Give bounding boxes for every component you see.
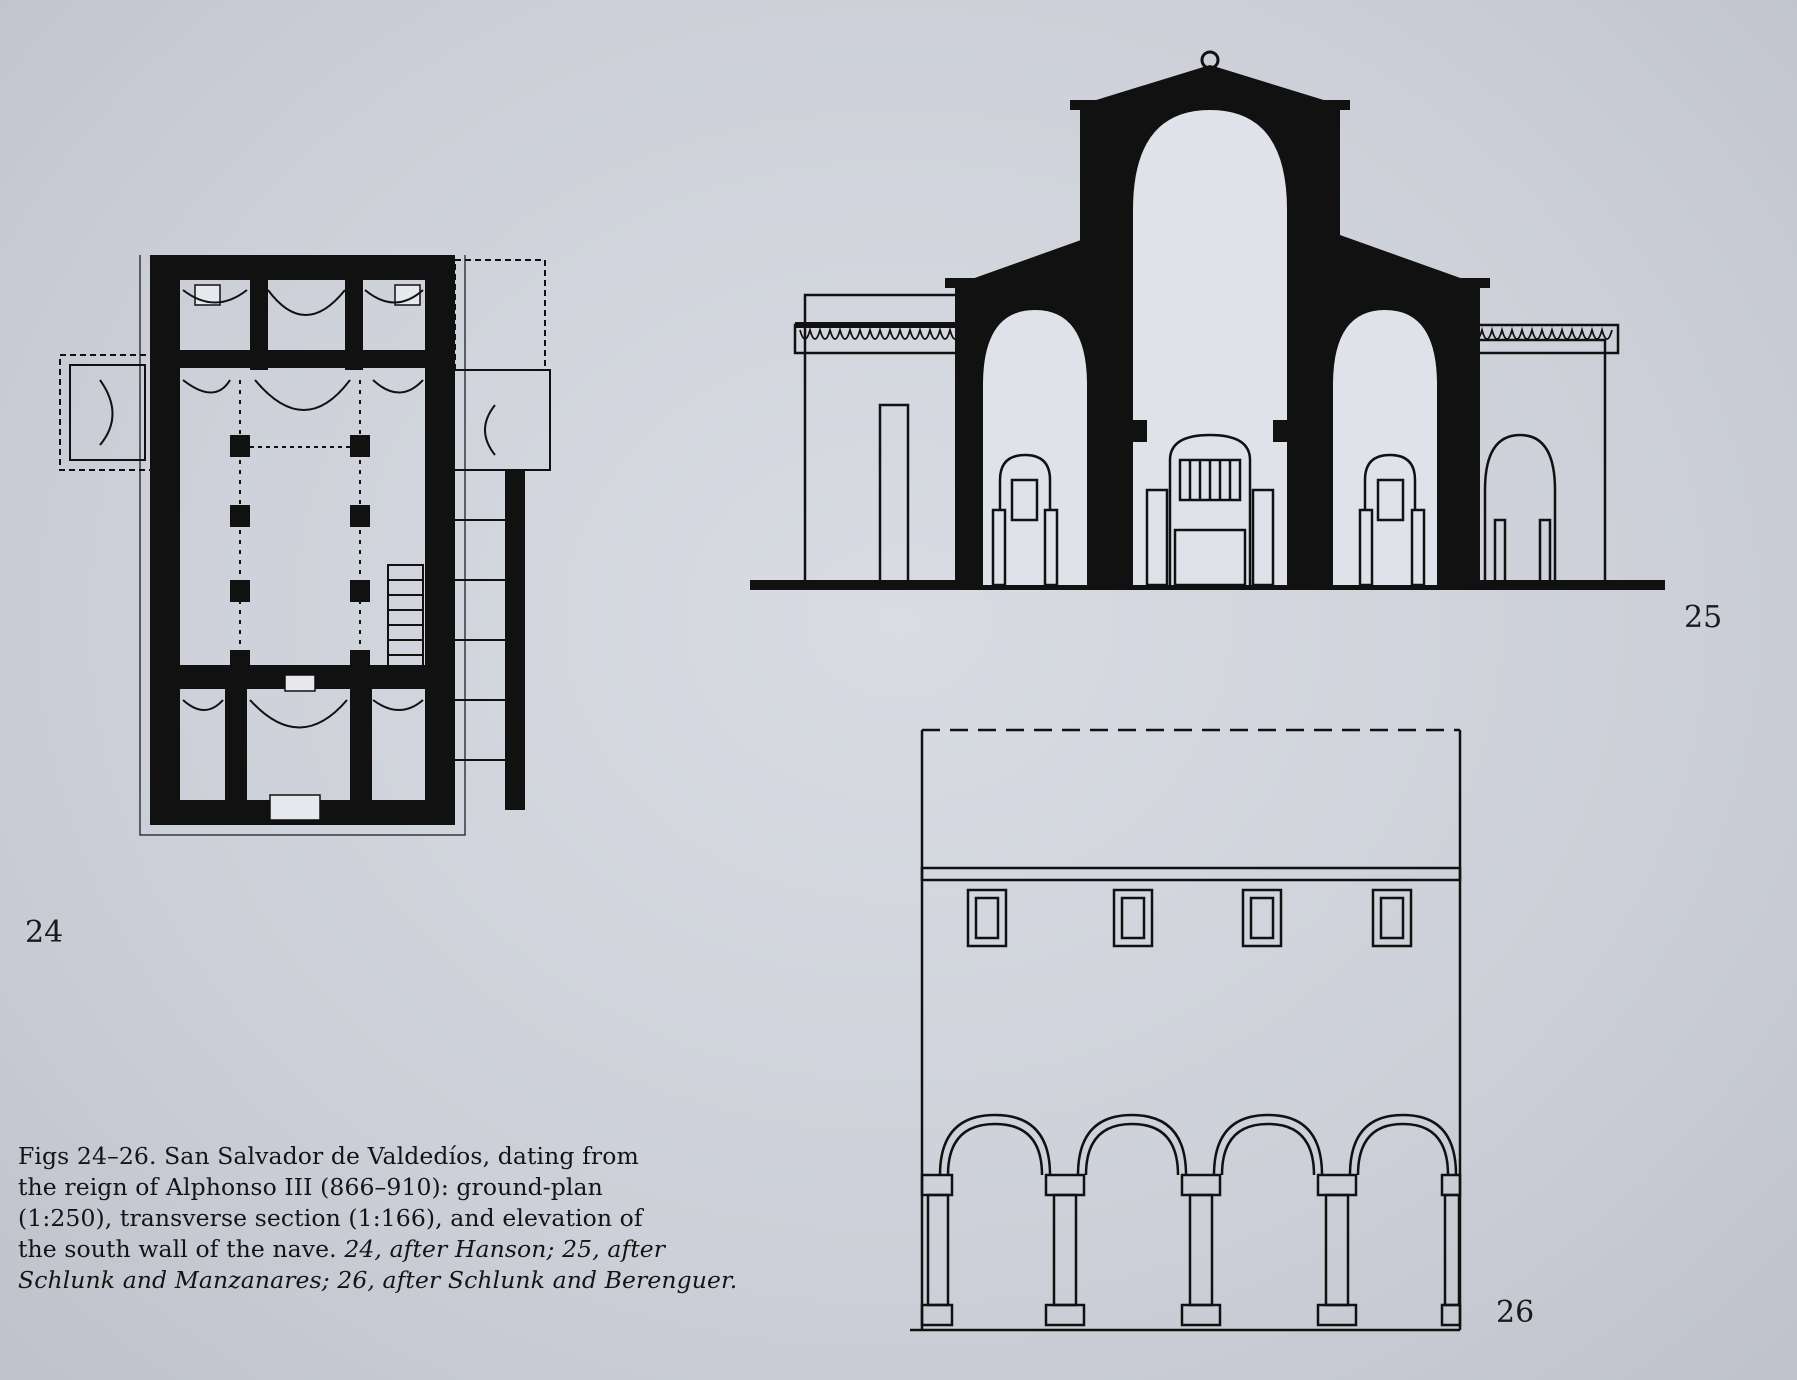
caption-line-3: (1:250), transverse section (1:166), and… [18,1204,643,1232]
caption-line-5: Schlunk and Manzanares; 26, after Schlun… [18,1265,778,1296]
south-wall-elevation-drawing [910,720,1470,1340]
figure-number-25: 25 [1684,600,1723,635]
caption-line-4-italic: 24, after Hanson; 25, after [344,1235,666,1263]
figure-number-26: 26 [1496,1295,1535,1330]
caption-line-5-italic: Schlunk and Manzanares; 26, after Schlun… [18,1266,738,1294]
caption-line-2: the reign of Alphonso III (866–910): gro… [18,1173,603,1201]
caption-line-4-roman: the south wall of the nave. [18,1235,345,1263]
caption-line-4: the south wall of the nave. 24, after Ha… [18,1234,778,1265]
transverse-section-drawing [750,40,1675,635]
figure-number-24: 24 [25,915,64,950]
caption-line-1: Figs 24–26. San Salvador de Valdedíos, d… [18,1142,639,1170]
ground-plan-drawing [55,255,635,955]
figure-caption: Figs 24–26. San Salvador de Valdedíos, d… [18,1141,778,1296]
